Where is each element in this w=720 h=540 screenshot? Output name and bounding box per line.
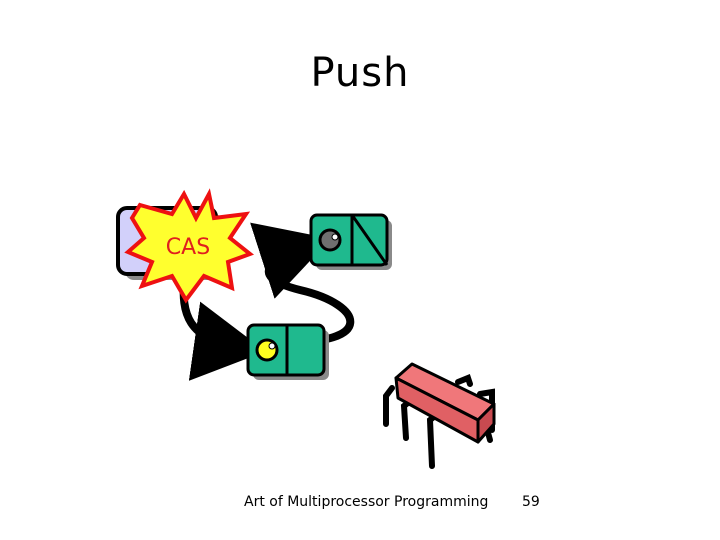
old-stack-node: [309, 213, 392, 270]
new-node-value-dot: [255, 338, 279, 362]
multiprocessor-chip-icon: [383, 362, 496, 469]
starburst-icon: [124, 188, 255, 304]
cas-burst: CAS: [124, 188, 255, 304]
footer-text: Art of Multiprocessor Programming: [244, 494, 489, 510]
next-pointer-arrow: [250, 222, 355, 347]
page-number: 59: [522, 494, 540, 510]
old-node-value-dot: [318, 228, 342, 252]
slide-title: Push: [310, 50, 410, 96]
cas-label: CAS: [166, 235, 210, 260]
new-stack-node: [246, 323, 329, 380]
